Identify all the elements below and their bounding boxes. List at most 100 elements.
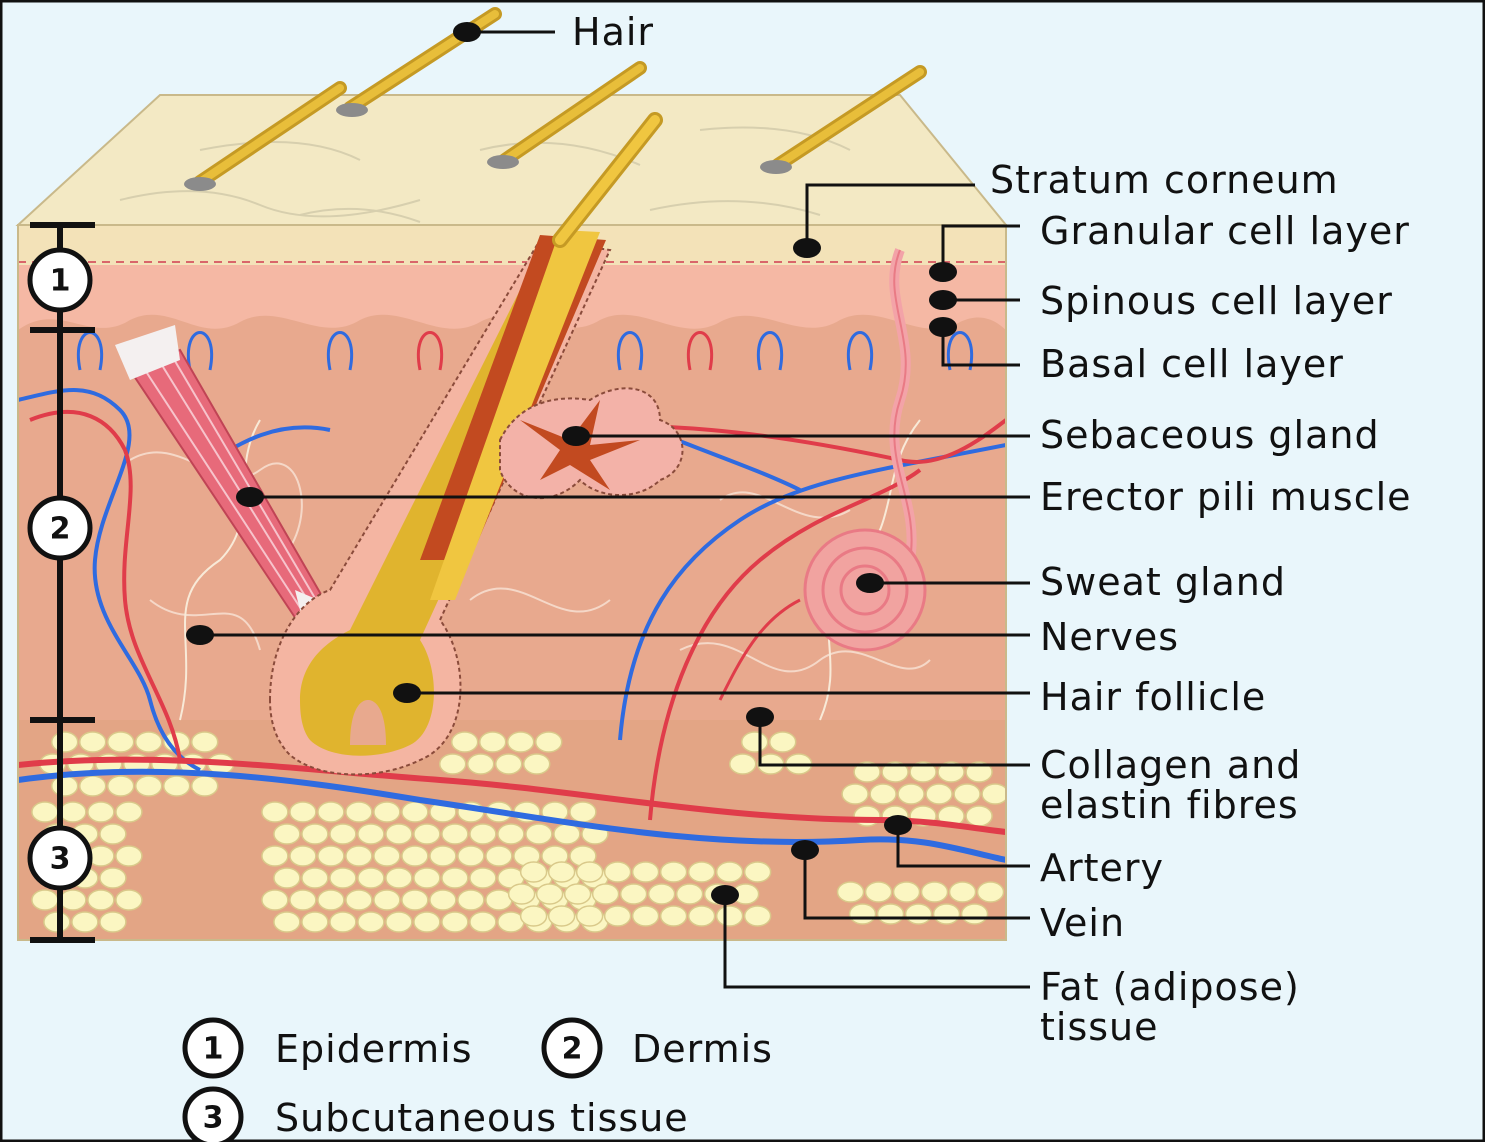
layer-marker-1: 1: [30, 250, 90, 310]
fat-cell: [330, 912, 356, 932]
fat-cell: [346, 890, 372, 910]
layer-marker-2: 2: [30, 498, 90, 558]
dot-sebaceous: [562, 426, 590, 446]
label-stratum-corneum: Stratum corneum: [990, 158, 1339, 202]
fat-cell: [922, 882, 948, 902]
fat-cell: [742, 732, 768, 752]
legend-number-2: 2: [562, 1032, 583, 1067]
fat-cell: [80, 776, 106, 796]
fat-cell: [717, 862, 743, 882]
fat-cell: [649, 884, 675, 904]
fat-cell: [274, 912, 300, 932]
fat-cell: [302, 912, 328, 932]
fat-cell: [60, 802, 86, 822]
fat-cell: [509, 884, 535, 904]
fat-cell: [480, 732, 506, 752]
fat-cell: [60, 890, 86, 910]
dot-basal: [929, 317, 957, 337]
fat-cell: [100, 912, 126, 932]
label-spinous-cell-layer: Spinous cell layer: [1040, 279, 1393, 323]
dot-artery: [884, 815, 912, 835]
fat-cell: [717, 906, 743, 926]
fat-cell: [52, 776, 78, 796]
fat-cell: [164, 776, 190, 796]
fat-cell: [978, 882, 1004, 902]
legend-number-3: 3: [203, 1101, 224, 1136]
fat-cell: [496, 754, 522, 774]
fat-cell: [358, 912, 384, 932]
fat-cell: [870, 784, 896, 804]
fat-cell: [966, 806, 992, 826]
fat-cell: [386, 868, 412, 888]
fat-cell: [745, 862, 771, 882]
fat-cell: [605, 906, 631, 926]
fat-cell: [621, 884, 647, 904]
legend: 1 Epidermis 2 Dermis 3 Subcutaneous tiss…: [185, 1020, 773, 1142]
fat-cell: [605, 862, 631, 882]
fat-cell: [430, 846, 456, 866]
fat-cell: [934, 904, 960, 924]
fat-cell: [962, 904, 988, 924]
legend-number-1: 1: [203, 1032, 224, 1067]
fat-cell: [346, 802, 372, 822]
fat-cell: [374, 802, 400, 822]
legend-epidermis: Epidermis: [275, 1027, 473, 1071]
fat-cell: [32, 890, 58, 910]
fat-cell: [554, 824, 580, 844]
dot-nerves: [186, 625, 214, 645]
fat-cell: [842, 784, 868, 804]
dot-vein: [791, 840, 819, 860]
fat-cell: [358, 868, 384, 888]
fat-cell: [850, 904, 876, 924]
fat-cell: [458, 890, 484, 910]
fat-cell: [593, 884, 619, 904]
label-basal-cell-layer: Basal cell layer: [1040, 342, 1344, 386]
layer-number-1: 1: [50, 264, 71, 299]
fat-cell: [374, 890, 400, 910]
label-collagen-line2: elastin fibres: [1040, 783, 1299, 827]
fat-cell: [689, 862, 715, 882]
fat-cell: [346, 846, 372, 866]
fat-cell: [486, 846, 512, 866]
label-granular-cell-layer: Granular cell layer: [1040, 209, 1410, 253]
fat-cell: [318, 802, 344, 822]
fat-cell: [470, 824, 496, 844]
fat-cell: [838, 882, 864, 902]
fat-cell: [52, 732, 78, 752]
fat-cell: [549, 906, 575, 926]
fat-cell: [440, 754, 466, 774]
fat-cell: [854, 806, 880, 826]
label-collagen-line1: Collagen and: [1040, 743, 1301, 787]
fat-cell: [80, 732, 106, 752]
label-nerves: Nerves: [1040, 615, 1179, 659]
fat-cell: [88, 802, 114, 822]
fat-cell: [192, 732, 218, 752]
fat-cell: [262, 802, 288, 822]
layer-marker-3: 3: [30, 828, 90, 888]
legend-dermis: Dermis: [632, 1027, 773, 1071]
fat-cell: [100, 868, 126, 888]
fat-cell: [330, 868, 356, 888]
fat-cell: [521, 862, 547, 882]
fat-cell: [570, 802, 596, 822]
fat-cell: [498, 824, 524, 844]
dot-granular: [929, 262, 957, 282]
fat-cell: [88, 890, 114, 910]
fat-cell: [770, 732, 796, 752]
fat-cell: [954, 784, 980, 804]
fat-cell: [414, 824, 440, 844]
fat-cell: [730, 754, 756, 774]
label-erector-pili-muscle: Erector pili muscle: [1040, 475, 1412, 519]
label-vein: Vein: [1040, 901, 1125, 945]
fat-cell: [745, 906, 771, 926]
fat-cell: [577, 862, 603, 882]
fat-cell: [290, 890, 316, 910]
fat-cell: [414, 868, 440, 888]
fat-cell: [330, 824, 356, 844]
fat-cell: [32, 802, 58, 822]
fat-cell: [926, 784, 952, 804]
fat-cell: [116, 802, 142, 822]
fat-cell: [386, 824, 412, 844]
layer-number-3: 3: [50, 842, 71, 877]
